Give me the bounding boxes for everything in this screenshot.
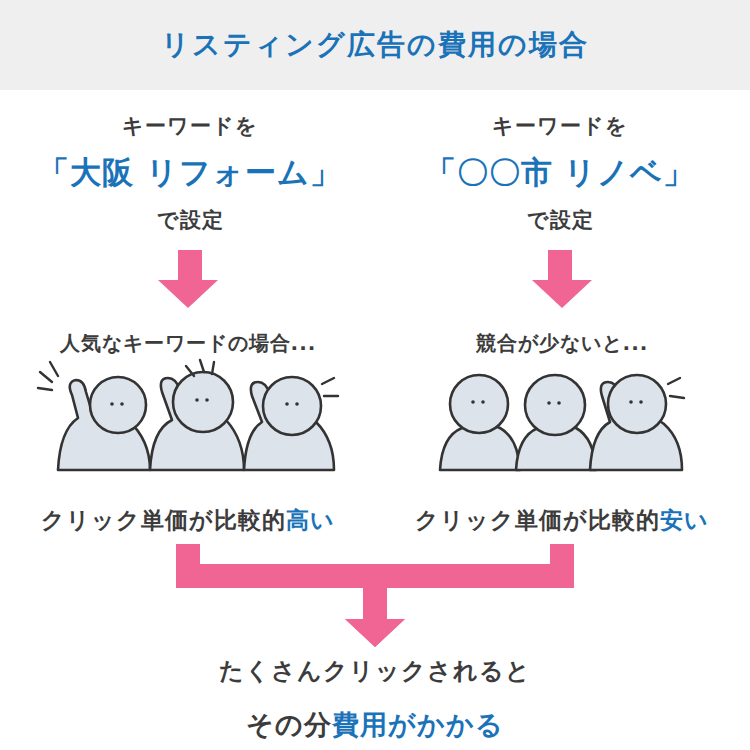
flow-arrow	[158, 250, 218, 308]
text-line: 競合が少ないと...	[476, 330, 649, 357]
body-text: キーワードを	[122, 114, 258, 138]
highlight-text: 費用がかかる	[332, 709, 504, 740]
body-text: で設定	[527, 208, 594, 232]
text-line: で設定	[157, 206, 224, 234]
body-text: 人気なキーワードの場合...	[60, 331, 317, 355]
highlight-text: 「大阪 リフォーム」	[38, 154, 342, 190]
text-line: 人気なキーワードの場合...	[60, 330, 317, 357]
body-text: クリック単価が比較的	[41, 507, 286, 533]
text-line: で設定	[527, 206, 594, 234]
body-text: クリック単価が比較的	[415, 507, 660, 533]
body-text: たくさんクリックされると	[219, 657, 531, 685]
flow-arrow	[345, 544, 562, 647]
text-group: 人気なキーワードの場合... クリック単価が比較的高い	[4, 330, 372, 536]
text-group: キーワードを「大阪 リフォーム」で設定	[15, 112, 365, 234]
text-group: 競合が少ないと... クリック単価が比較的安い	[378, 330, 746, 536]
text-line: たくさんクリックされると	[219, 655, 531, 687]
text-line: クリック単価が比較的高い	[41, 505, 335, 536]
text-group: キーワードを「〇〇市 リノベ」で設定	[385, 112, 735, 234]
body-text: 競合が少ないと...	[476, 331, 649, 355]
highlight-text: 「〇〇市 リノベ」	[425, 154, 696, 190]
highlight-text: 高い	[286, 507, 335, 533]
text-line: その分費用がかかる	[246, 707, 504, 743]
text-line: 「大阪 リフォーム」	[38, 152, 342, 194]
highlight-text: 安い	[660, 507, 709, 533]
text-line: キーワードを	[122, 112, 258, 140]
body-text: その分	[246, 709, 332, 740]
text-group: たくさんクリックされるとその分費用がかかる	[140, 655, 610, 743]
body-text: キーワードを	[492, 114, 628, 138]
flow-arrow	[532, 250, 592, 308]
text-line: クリック単価が比較的安い	[415, 505, 709, 536]
text-line: 「〇〇市 リノベ」	[425, 152, 696, 194]
body-text: で設定	[157, 208, 224, 232]
text-line: キーワードを	[492, 112, 628, 140]
title: リスティング広告の費用の場合	[0, 0, 750, 90]
